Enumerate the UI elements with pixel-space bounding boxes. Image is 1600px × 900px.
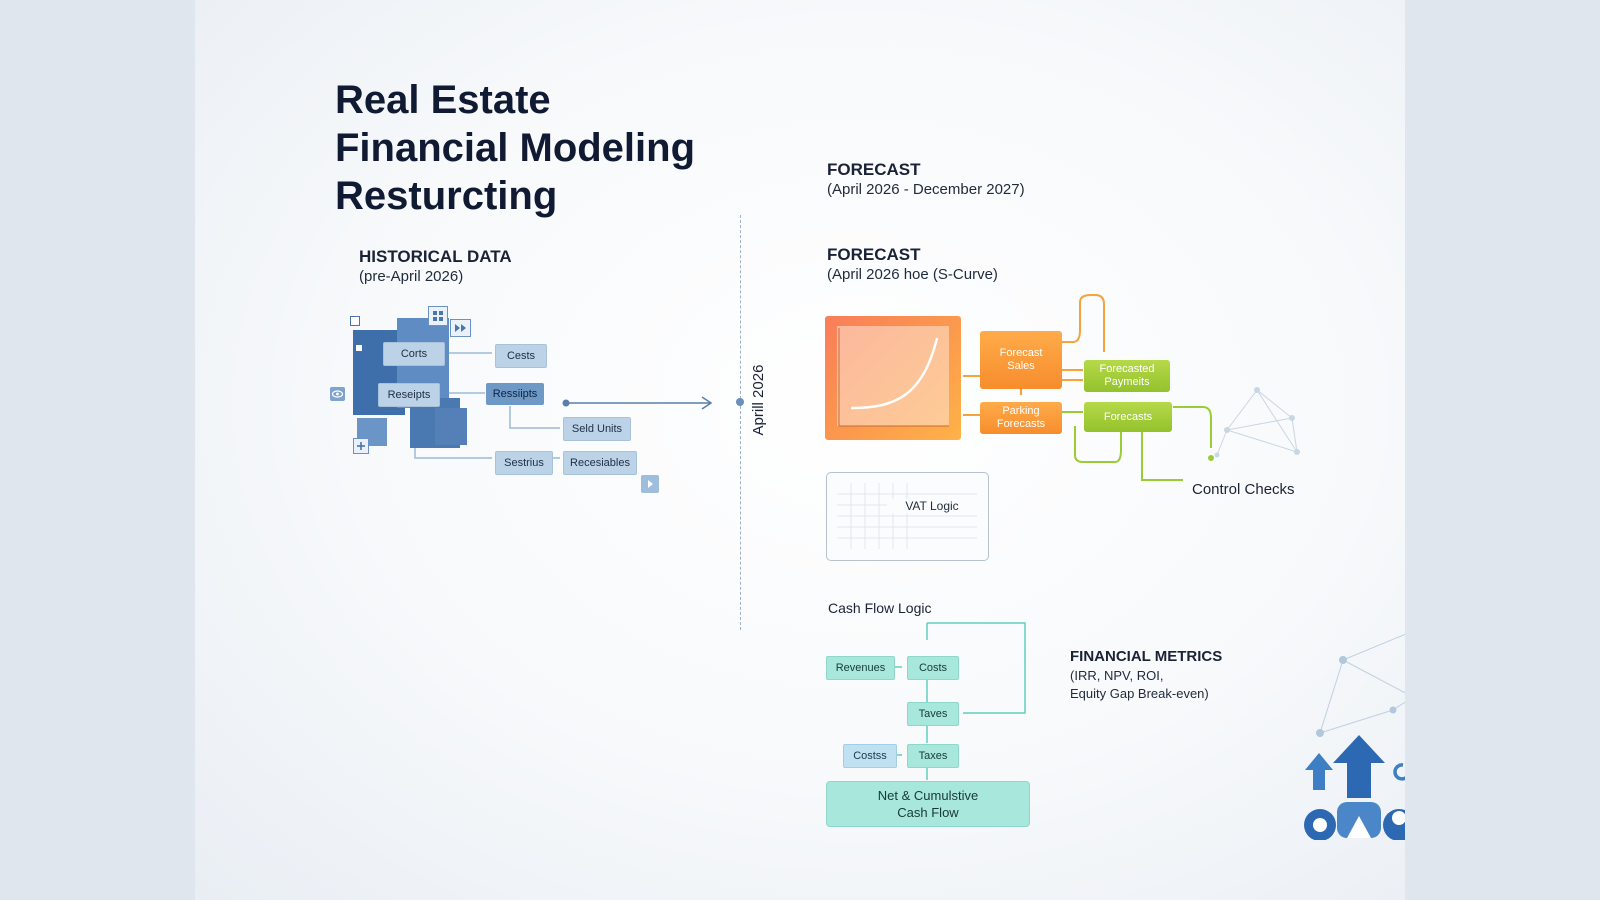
corts-box: Corts bbox=[383, 342, 445, 366]
growth-logo-icon bbox=[1304, 735, 1405, 840]
cests-box: Cests bbox=[495, 344, 547, 368]
forecast-sales-line-2: Sales bbox=[1007, 360, 1035, 372]
title-line-3: Resturcting bbox=[335, 174, 558, 218]
metrics-line-1: (IRR, NPV, ROI, bbox=[1070, 668, 1164, 683]
divider-label: Aprill 2026 bbox=[750, 364, 767, 436]
cash-flow-connectors bbox=[888, 622, 1026, 780]
cash-flow-heading: Cash Flow Logic bbox=[828, 600, 932, 616]
network-graph-icon bbox=[1214, 387, 1300, 458]
forecasted-payments-line-2: Paymeits bbox=[1104, 376, 1150, 388]
revenues-box: Revenues bbox=[826, 656, 895, 680]
recesiables-box: Recesiables bbox=[563, 451, 637, 475]
forecast-mid-subheading: (April 2026 hoe (S-Curve) bbox=[827, 266, 998, 283]
slide: Real Estate Financial Modeling Resturcti… bbox=[195, 0, 1405, 900]
forecasted-payments-line-1: Forecasted bbox=[1099, 363, 1155, 375]
dot-icon bbox=[356, 345, 362, 351]
s-curve-card bbox=[825, 316, 961, 440]
network-graph-large-icon bbox=[1316, 633, 1405, 737]
control-checks-label: Control Checks bbox=[1192, 481, 1295, 498]
plus-icon bbox=[353, 438, 369, 454]
taves-box: Taves bbox=[907, 702, 959, 726]
vat-logic-label: VAT Logic bbox=[887, 499, 977, 513]
eye-icon bbox=[330, 387, 345, 401]
parking-forecasts-line-1: Parking bbox=[1002, 405, 1040, 417]
historical-heading: HISTORICAL DATA bbox=[359, 247, 512, 266]
play-icon bbox=[641, 475, 659, 493]
net-cash-flow-box: Net & Cumulstive Cash Flow bbox=[826, 781, 1030, 827]
costs-box: Costs bbox=[907, 656, 959, 680]
square-icon bbox=[350, 316, 360, 326]
costss-box: Costss bbox=[843, 744, 897, 768]
seld-units-box: Seld Units bbox=[563, 417, 631, 441]
metrics-heading: FINANCIAL METRICS bbox=[1070, 648, 1223, 665]
sestrius-box: Sestrius bbox=[495, 451, 553, 475]
metrics-line-2: Equity Gap Break-even) bbox=[1070, 686, 1209, 701]
divider-dot bbox=[736, 398, 744, 406]
parking-forecasts-line-2: Forecasts bbox=[996, 418, 1046, 430]
block-edge bbox=[435, 408, 467, 445]
net-cash-flow-line-1: Net & Cumulstive bbox=[877, 788, 979, 803]
taxes-box: Taxes bbox=[907, 744, 959, 768]
ressiipts-box: Ressiipts bbox=[486, 383, 544, 405]
parking-forecasts-box: Parking Forecasts bbox=[980, 402, 1062, 434]
vat-logic-card: VAT Logic bbox=[826, 472, 989, 561]
forecast-top-heading: FORECAST bbox=[827, 160, 921, 179]
page-title: Real Estate Financial Modeling Resturcti… bbox=[335, 76, 795, 220]
net-cash-flow-line-2: Cash Flow bbox=[897, 805, 959, 820]
forecast-top-subheading: (April 2026 - December 2027) bbox=[827, 181, 1025, 198]
reseipts-box: Reseipts bbox=[378, 383, 440, 407]
title-line-2: Financial Modeling bbox=[335, 126, 696, 170]
forecasts-box: Forecasts bbox=[1084, 402, 1172, 432]
timeline-divider bbox=[740, 215, 741, 630]
historical-subheading: (pre-April 2026) bbox=[359, 268, 464, 285]
vat-grid bbox=[837, 483, 977, 549]
forecast-sales-box: Forecast Sales bbox=[980, 331, 1062, 389]
fast-forward-icon bbox=[450, 319, 471, 337]
forecast-connectors bbox=[963, 294, 1214, 481]
s-curve-chart bbox=[837, 326, 949, 427]
grid-icon bbox=[428, 306, 448, 326]
forecasted-payments-box: Forecasted Paymeits bbox=[1084, 360, 1170, 392]
title-line-1: Real Estate bbox=[335, 78, 551, 122]
forecast-mid-heading: FORECAST bbox=[827, 245, 921, 264]
forecast-sales-line-1: Forecast bbox=[999, 347, 1043, 359]
